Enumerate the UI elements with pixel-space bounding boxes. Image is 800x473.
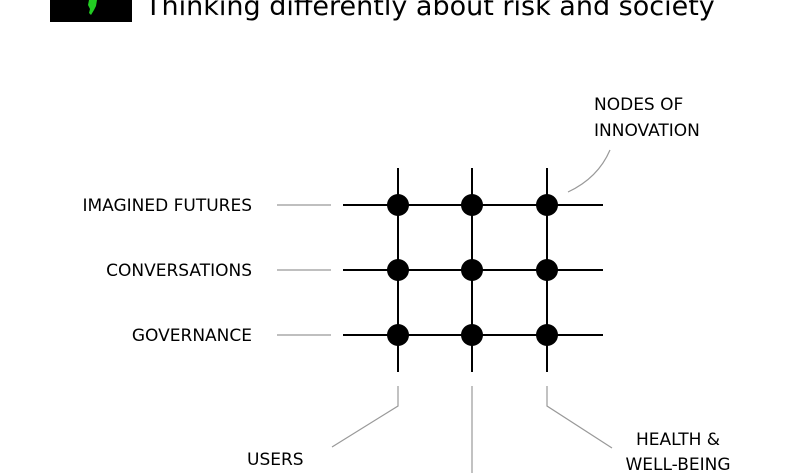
grid-node — [536, 194, 558, 216]
nodes-of-innovation-label-line2: INNOVATION — [594, 121, 700, 141]
row-label-governance: GOVERNANCE — [132, 326, 252, 346]
grid-nodes — [387, 194, 558, 346]
users-label: USERS — [247, 450, 304, 470]
health-label-line2: WELL-BEING — [625, 455, 730, 473]
grid-node — [461, 324, 483, 346]
grid-node — [461, 259, 483, 281]
connector-lines — [277, 149, 613, 473]
row-label-conversations: CONVERSATIONS — [106, 261, 252, 281]
connector-health — [546, 386, 613, 449]
grid-node — [536, 324, 558, 346]
connector-nodes-of-innovation — [567, 149, 611, 193]
grid-node — [387, 194, 409, 216]
grid-node — [536, 259, 558, 281]
page-title: Thinking differently about risk and soci… — [145, 0, 715, 22]
green-leaf-icon — [88, 0, 97, 15]
grid-node — [387, 259, 409, 281]
row-label-imagined-futures: IMAGINED FUTURES — [82, 196, 252, 216]
grid-node — [461, 194, 483, 216]
health-label-line1: HEALTH & — [636, 430, 720, 450]
nodes-of-innovation-label-line1: NODES OF — [594, 95, 683, 115]
connector-users — [331, 386, 399, 448]
grid-node — [387, 324, 409, 346]
